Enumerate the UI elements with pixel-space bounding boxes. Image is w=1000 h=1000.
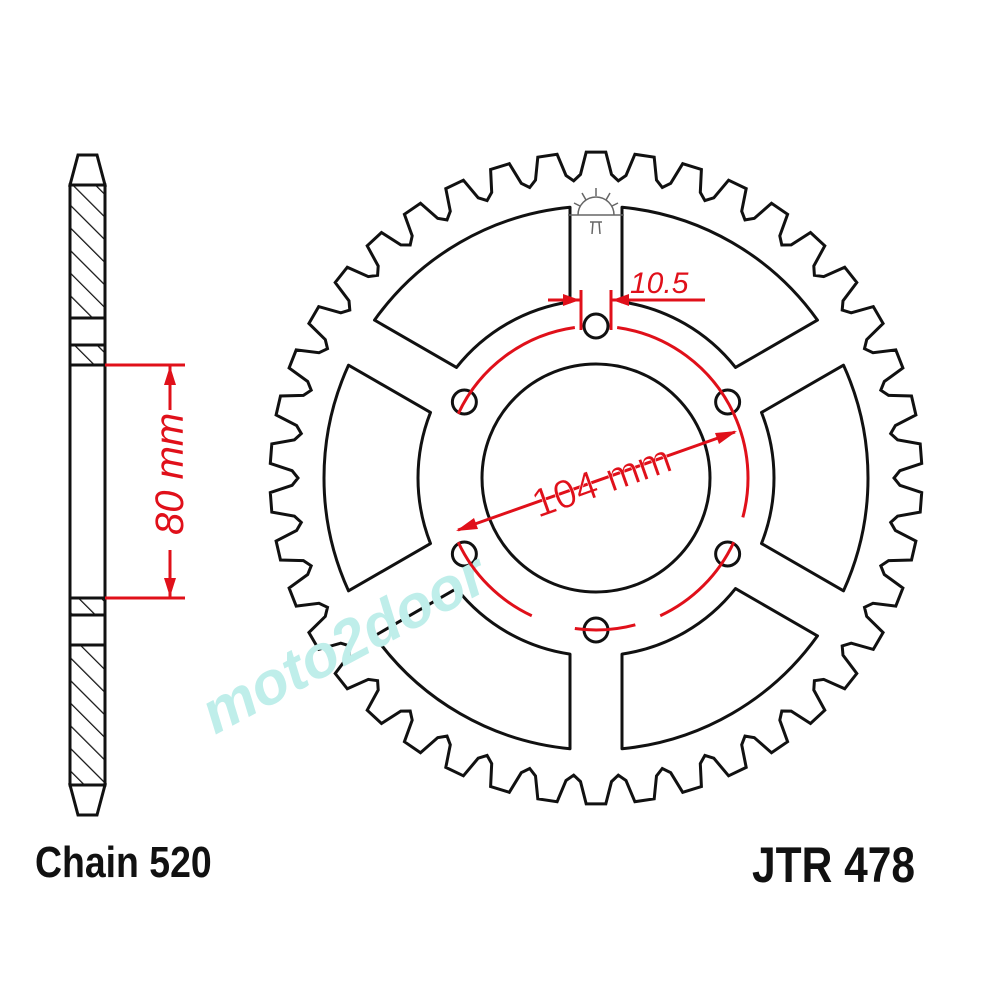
center-bore (480, 362, 712, 594)
side-view (68, 153, 107, 817)
lightening-cutouts (322, 205, 870, 751)
bolt-hole (582, 312, 610, 340)
pcd-arc (616, 325, 736, 415)
pcd-arc (456, 325, 576, 415)
cutout (373, 205, 572, 369)
chain-label: Chain 520 (35, 838, 212, 887)
cutout (620, 587, 819, 751)
pcd-circle (456, 325, 750, 632)
dimension-80mm-label: 80 mm (148, 413, 192, 535)
cutout (373, 587, 572, 751)
dimension-10-5 (548, 290, 705, 330)
part-number-title: JTR 478 (752, 837, 916, 893)
pcd-arc (456, 541, 533, 618)
dimension-10-5-label: 10.5 (630, 267, 689, 300)
pcd-arc (574, 623, 636, 632)
pcd-arc (732, 413, 750, 518)
dimension-80mm (105, 363, 185, 600)
pcd-arc (659, 541, 736, 618)
surface-finish-symbol-icon (568, 188, 624, 235)
dimension-104mm (456, 430, 737, 532)
cutout (322, 363, 433, 593)
cutout (759, 363, 870, 593)
cutout (620, 205, 819, 369)
